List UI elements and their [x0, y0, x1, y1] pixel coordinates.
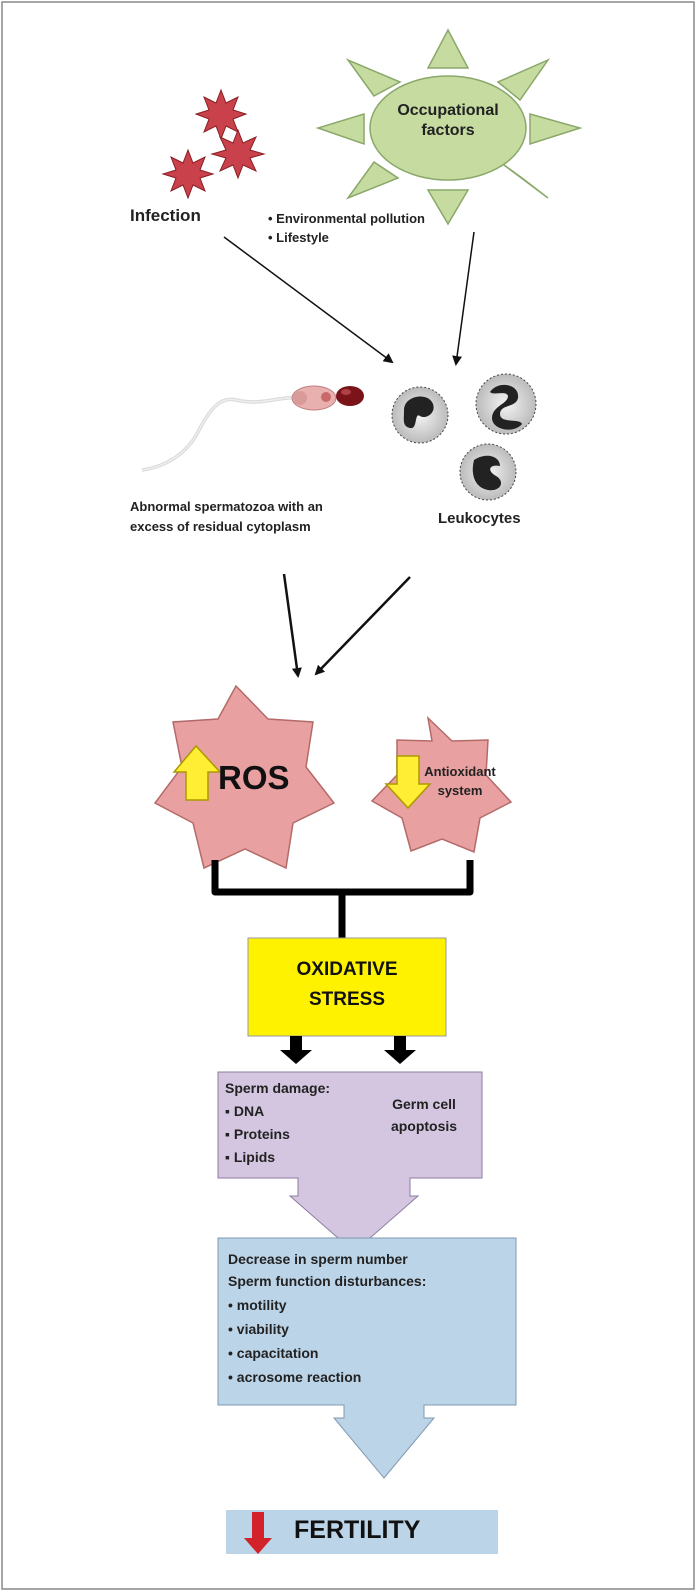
spermatozoa-label-line1: Abnormal spermatozoa with an	[130, 499, 323, 514]
function-line2: Sperm function disturbances:	[228, 1273, 427, 1289]
antioxidant-label-line1: Antioxidant	[424, 764, 496, 779]
spermatozoa-label-line2: excess of residual cytoplasm	[130, 519, 311, 534]
apoptosis-line1: Germ cell	[392, 1096, 456, 1112]
damage-items: ▪ DNA ▪ Proteins ▪ Lipids	[225, 1100, 290, 1169]
occupational-item: • Environmental pollution	[268, 211, 425, 226]
apoptosis-line2: apoptosis	[390, 1118, 458, 1134]
damage-item: ▪ DNA	[225, 1103, 265, 1119]
occupational-items: • Environmental pollution • Lifestyle	[268, 209, 425, 247]
merge-brace	[211, 860, 474, 938]
oxidative-stress-line1: OXIDATIVE	[296, 959, 398, 980]
increase-arrow-icon	[172, 744, 222, 801]
function-line1: Decrease in sperm number	[228, 1251, 408, 1267]
infection-icon	[161, 88, 266, 200]
occupational-title: Occupational factors	[378, 101, 518, 141]
leukocytes-label: Leukocytes	[438, 510, 521, 527]
stress-arrow-right	[384, 1036, 416, 1064]
spermatozoa-label: Abnormal spermatozoa with an excess of r…	[130, 497, 323, 537]
damage-box	[217, 1071, 483, 1253]
infection-arrow	[223, 236, 394, 364]
antioxidant-label-line2: system	[437, 783, 483, 798]
oxidative-stress-label: OXIDATIVE STRESS	[248, 955, 446, 1015]
stress-arrow-left	[280, 1036, 312, 1064]
occupational-item: • Lifestyle	[268, 230, 329, 245]
fertility-down-arrow-icon	[244, 1512, 272, 1554]
function-box	[217, 1237, 517, 1479]
function-item: • viability	[228, 1321, 289, 1337]
spermatozoa-arrow	[282, 573, 302, 678]
function-item: • capacitation	[228, 1345, 319, 1361]
ros-label: ROS	[218, 759, 290, 796]
ros-star	[153, 684, 336, 870]
function-item: • acrosome reaction	[228, 1369, 362, 1385]
antioxidant-label: Antioxidant system	[420, 762, 500, 800]
decrease-arrow-icon	[384, 755, 432, 810]
damage-item: ▪ Proteins	[225, 1126, 290, 1142]
occupational-title-line1: Occupational	[397, 102, 499, 119]
oxidative-stress-box	[247, 937, 447, 1037]
leukocytes-arrow	[314, 576, 411, 676]
occupational-arrow	[452, 231, 475, 366]
fertility-box	[226, 1510, 498, 1554]
function-heading: Decrease in sperm number Sperm function …	[228, 1248, 426, 1292]
damage-title: Sperm damage:	[225, 1080, 331, 1096]
apoptosis-label: Germ cell apoptosis	[374, 1093, 474, 1137]
sun-icon	[315, 28, 583, 226]
spermatozoa-icon	[141, 385, 364, 472]
oxidative-stress-line2: STRESS	[308, 989, 386, 1010]
infection-label: Infection	[130, 206, 201, 225]
function-items: • motility • viability • capacitation • …	[228, 1293, 361, 1389]
fertility-label: FERTILITY	[294, 1516, 421, 1544]
function-item: • motility	[228, 1297, 287, 1313]
occupational-title-line2: factors	[421, 122, 475, 139]
leukocytes-icon	[391, 373, 537, 501]
antioxidant-star	[370, 715, 513, 854]
damage-item: ▪ Lipids	[225, 1149, 276, 1165]
